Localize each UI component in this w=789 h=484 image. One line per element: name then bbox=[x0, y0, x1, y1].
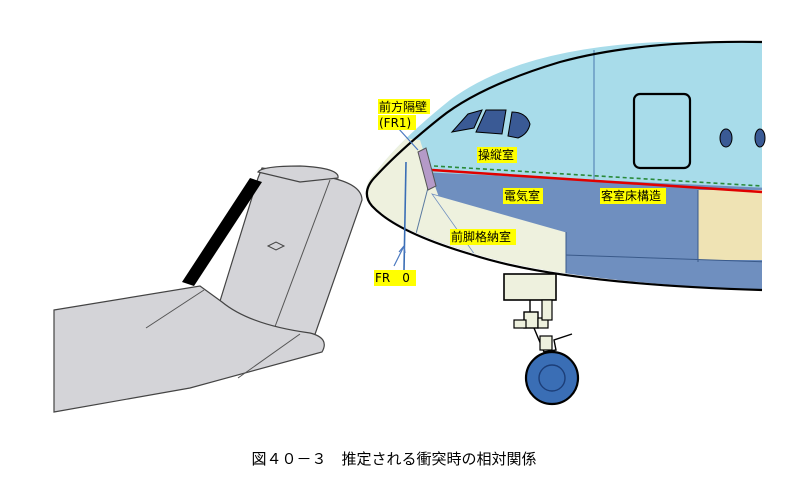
fuselage-outline bbox=[365, 40, 763, 292]
label-cabin-floor-structure: 客室床構造 bbox=[601, 188, 661, 203]
figure-caption: 図４０－３ 推定される衝突時の相対関係 bbox=[251, 450, 536, 468]
cabin-door bbox=[632, 92, 692, 170]
fuselage bbox=[365, 40, 766, 292]
tail-assembly bbox=[53, 165, 363, 413]
label-fr1: (FR1) bbox=[379, 116, 411, 130]
stabilizer-line-1 bbox=[145, 289, 205, 329]
label-nose-gear-bay: 前脚格納室 bbox=[451, 229, 511, 244]
label-fr0: FR 0 bbox=[375, 271, 410, 285]
rudder-hinge-line bbox=[269, 179, 331, 341]
fin-mark bbox=[266, 241, 286, 251]
front-bulkhead-fr1 bbox=[417, 147, 437, 191]
label-electrical-room: 電気室 bbox=[504, 188, 540, 203]
cockpit-window-1 bbox=[450, 109, 483, 133]
cargo-section bbox=[698, 190, 762, 260]
nose-landing-gear bbox=[503, 273, 580, 406]
horizontal-stabilizer bbox=[53, 285, 325, 413]
annotation-arrows bbox=[393, 127, 419, 267]
label-cockpit: 操縦室 bbox=[478, 147, 514, 162]
passenger-window-2 bbox=[754, 128, 766, 148]
gear-door bbox=[503, 273, 557, 301]
fin-tip bbox=[257, 165, 339, 183]
cockpit-window-3 bbox=[507, 111, 531, 139]
labels: 前方隔壁 (FR1) 操縦室 電気室 客室床構造 前脚格納室 FR 0 bbox=[374, 99, 666, 286]
floor-dashed-line bbox=[433, 165, 763, 187]
cabin-floor-line bbox=[431, 168, 763, 194]
fin-leading-edge-strip bbox=[182, 178, 262, 286]
passenger-window-1 bbox=[719, 128, 733, 148]
label-front-bulkhead: 前方隔壁 bbox=[379, 99, 427, 114]
stabilizer-line-2 bbox=[237, 333, 301, 379]
cockpit-window-2 bbox=[475, 109, 507, 135]
